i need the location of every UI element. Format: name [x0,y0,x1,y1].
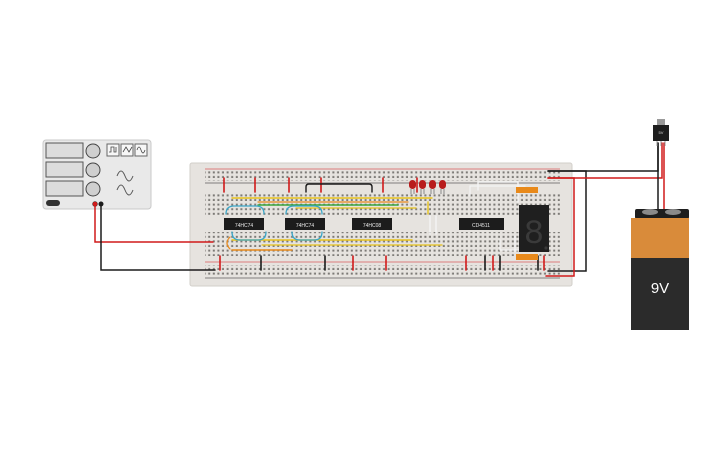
decimal-point [544,246,548,250]
rail-holes-bottom [205,265,560,275]
chip-u4-label: CD4511 [472,223,490,229]
knob-3[interactable] [85,181,101,197]
display-3 [45,180,84,197]
wave-graphic-icon-2 [116,184,134,196]
led-row[interactable] [409,180,446,194]
battery-terminal-positive[interactable] [665,209,681,215]
led-3[interactable] [429,180,436,194]
wave-graphic-icon [116,170,134,182]
chip-u3-label: 74HC08 [363,223,382,229]
triangle-wave-icon [122,146,133,153]
regulator-label: 5V [659,130,664,135]
triangle-wave-button[interactable] [120,143,134,157]
seven-segment-display[interactable]: 8 [516,187,549,260]
knob-2[interactable] [85,162,101,178]
digit-display: 8 [524,216,544,254]
power-wires[interactable] [94,142,665,277]
square-wave-icon [109,146,117,153]
led-4[interactable] [439,180,446,194]
chip-u4[interactable]: CD4511 [459,218,504,230]
knob-1[interactable] [85,143,101,159]
led-1[interactable] [409,180,416,194]
hole-grid-upper [205,192,560,216]
led-2[interactable] [419,180,426,194]
voltage-regulator[interactable]: 5V [653,119,669,146]
chip-u2[interactable]: 74HC74 [285,218,325,230]
jumper-wires[interactable] [219,177,545,271]
battery-label: 9V [651,280,669,297]
hole-grid-lower [205,232,560,256]
chip-u1-label: 74HC74 [235,223,254,229]
sine-wave-icon [136,146,146,154]
power-switch[interactable] [46,200,60,206]
function-generator[interactable] [42,139,152,210]
chip-u3[interactable]: 74HC08 [352,218,392,230]
rail-holes-top [205,171,560,181]
chip-u1[interactable]: 74HC74 [224,218,264,230]
square-wave-button[interactable] [106,143,120,157]
battery-9v[interactable]: 9V [631,209,689,330]
chip-u2-label: 74HC74 [296,223,315,229]
output-terminal-negative[interactable] [98,201,104,207]
battery-terminal-negative[interactable] [642,209,658,215]
display-2 [45,161,84,178]
display-1 [45,142,84,159]
